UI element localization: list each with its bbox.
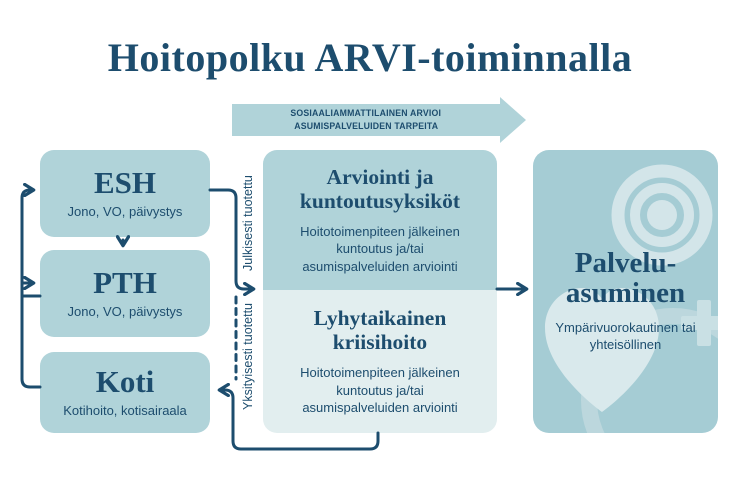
right-box-heading-line1: Palvelu-	[574, 247, 677, 279]
box-palveluasuminen: Palvelu- asuminen Ympärivuorokautinen ta…	[533, 150, 718, 433]
box-pth-heading: PTH	[93, 264, 157, 300]
box-arviointi-heading: Arviointi ja kuntoutusyksiköt	[299, 164, 461, 213]
right-box-text: Palvelu- asuminen Ympärivuorokautinen ta…	[533, 248, 718, 354]
page-title: Hoitopolku ARVI-toiminnalla	[107, 35, 633, 80]
banner-text-line1: SOSIAALIAMMATTILAINEN ARVIOI	[290, 107, 442, 118]
box-arviointi: Arviointi ja kuntoutusyksiköt Hoitotoime…	[263, 150, 497, 290]
right-box-decoration	[545, 164, 718, 433]
connector-trunk-koti-to-esh	[20, 190, 42, 389]
box-esh-subtext: Jono, VO, päivystys	[67, 203, 183, 219]
box-koti: Koti Kotihoito, kotisairaala	[40, 352, 210, 433]
box-kriisihoito-heading: Lyhytaikainen kriisihoito	[313, 306, 447, 355]
box-esh: ESH Jono, VO, päivystys	[40, 150, 210, 237]
plus-icon	[681, 300, 718, 346]
box-koti-subtext: Kotihoito, kotisairaala	[63, 402, 187, 418]
banner-arrowhead	[500, 97, 526, 143]
right-box-heading-line2: asuminen	[565, 277, 686, 310]
box-arviointi-subtext: Hoitotoimenpiteen jälkeinen kuntoutus ja…	[300, 223, 460, 274]
box-esh-heading: ESH	[93, 164, 157, 200]
box-kriisihoito-subtext: Hoitotoimenpiteen jälkeinen kuntoutus ja…	[300, 365, 460, 416]
box-pth-subtext: Jono, VO, päivystys	[67, 303, 183, 319]
box-koti-heading: Koti	[95, 363, 155, 399]
right-box-subtext: Ympärivuorokautinen tai yhteisöllinen	[555, 319, 696, 353]
target-circles-icon	[611, 164, 713, 266]
box-kriisihoito: Lyhytaikainen kriisihoito Hoitotoimenpit…	[263, 290, 497, 433]
heart-icon	[545, 288, 659, 412]
box-pth: PTH Jono, VO, päivystys	[40, 250, 210, 337]
label-privately-produced: Yksityisesti tuotettu	[241, 303, 255, 411]
label-publicly-produced: Julkisesti tuotettu	[241, 175, 255, 271]
banner-arrow: SOSIAALIAMMATTILAINEN ARVIOI ASUMISPALVE…	[232, 104, 500, 136]
banner-text-line2: ASUMISPALVELUIDEN TARPEITA	[293, 121, 439, 131]
